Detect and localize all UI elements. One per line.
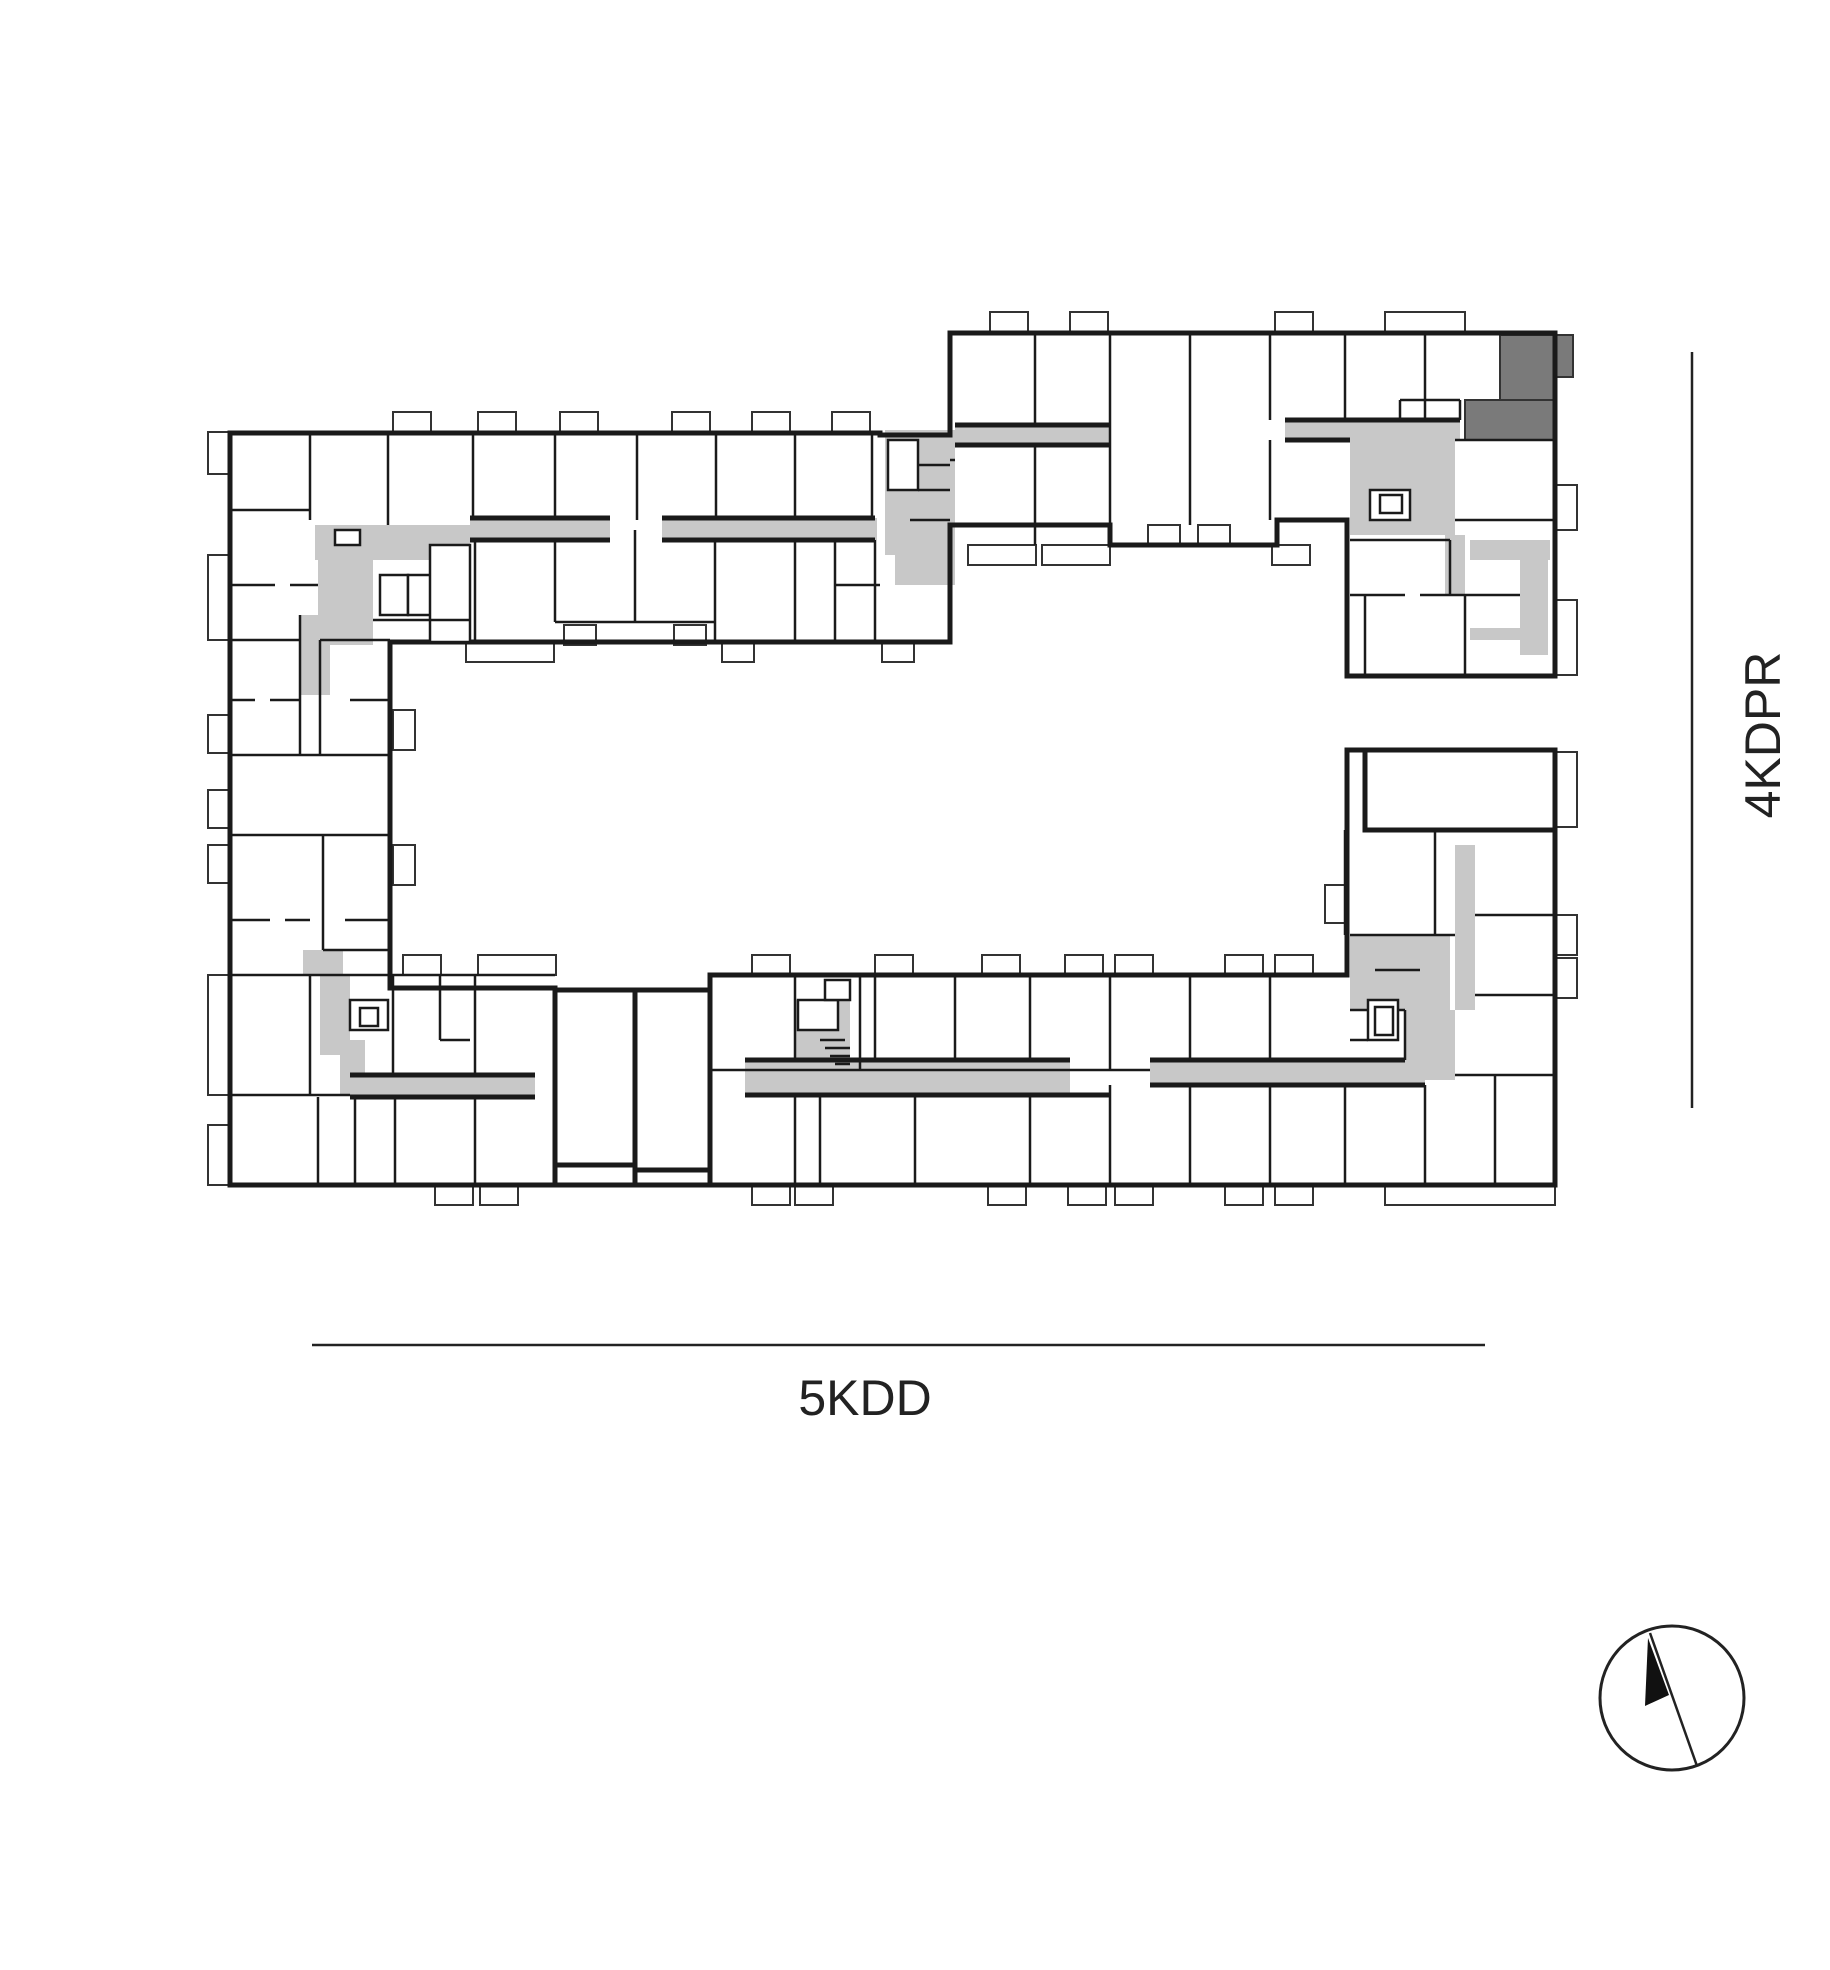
compass-north-arrow-icon	[1598, 1624, 1746, 1772]
stair-core	[1464, 334, 1574, 441]
interior-partitions	[230, 333, 1555, 1185]
right-dimension-label: 4KDPR	[1735, 652, 1791, 819]
bottom-dimension-label: 5KDD	[798, 1370, 931, 1426]
outer-walls	[227, 330, 1558, 1188]
